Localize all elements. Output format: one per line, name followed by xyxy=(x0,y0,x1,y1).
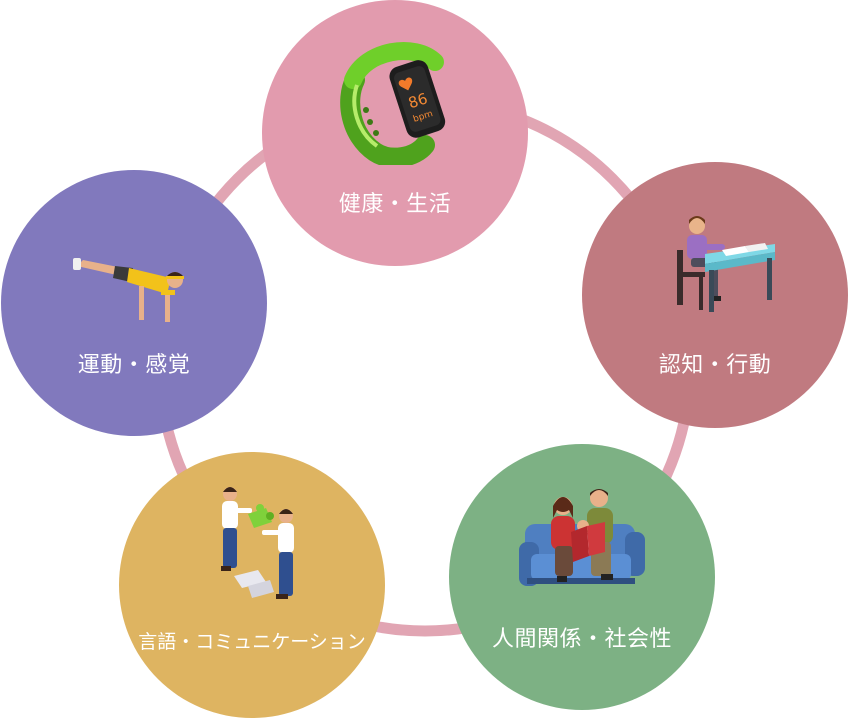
node-health: 86 bpm 健康・生活 xyxy=(262,0,528,266)
tracker-bpm-value: 86 xyxy=(406,89,430,112)
pushup-person-icon xyxy=(73,258,184,322)
node-label-motor: 運動・感覚 xyxy=(77,353,191,378)
node-label-relationships: 人間関係・社会性 xyxy=(491,627,672,652)
node-label-health: 健康・生活 xyxy=(338,192,452,217)
node-language: 言語・コミュニケーション xyxy=(119,452,385,718)
node-label-language: 言語・コミュニケーション xyxy=(138,631,366,653)
node-motor: 運動・感覚 xyxy=(1,170,267,436)
node-relationships: 人間関係・社会性 xyxy=(449,444,715,710)
fitness-tracker-icon: 86 bpm xyxy=(340,42,446,165)
student-at-desk-icon xyxy=(677,216,775,312)
node-label-cognition: 認知・行動 xyxy=(658,353,772,378)
family-reading-icon xyxy=(519,489,645,586)
puzzle-collaboration-icon xyxy=(221,487,294,599)
node-cognition: 認知・行動 xyxy=(582,162,848,428)
